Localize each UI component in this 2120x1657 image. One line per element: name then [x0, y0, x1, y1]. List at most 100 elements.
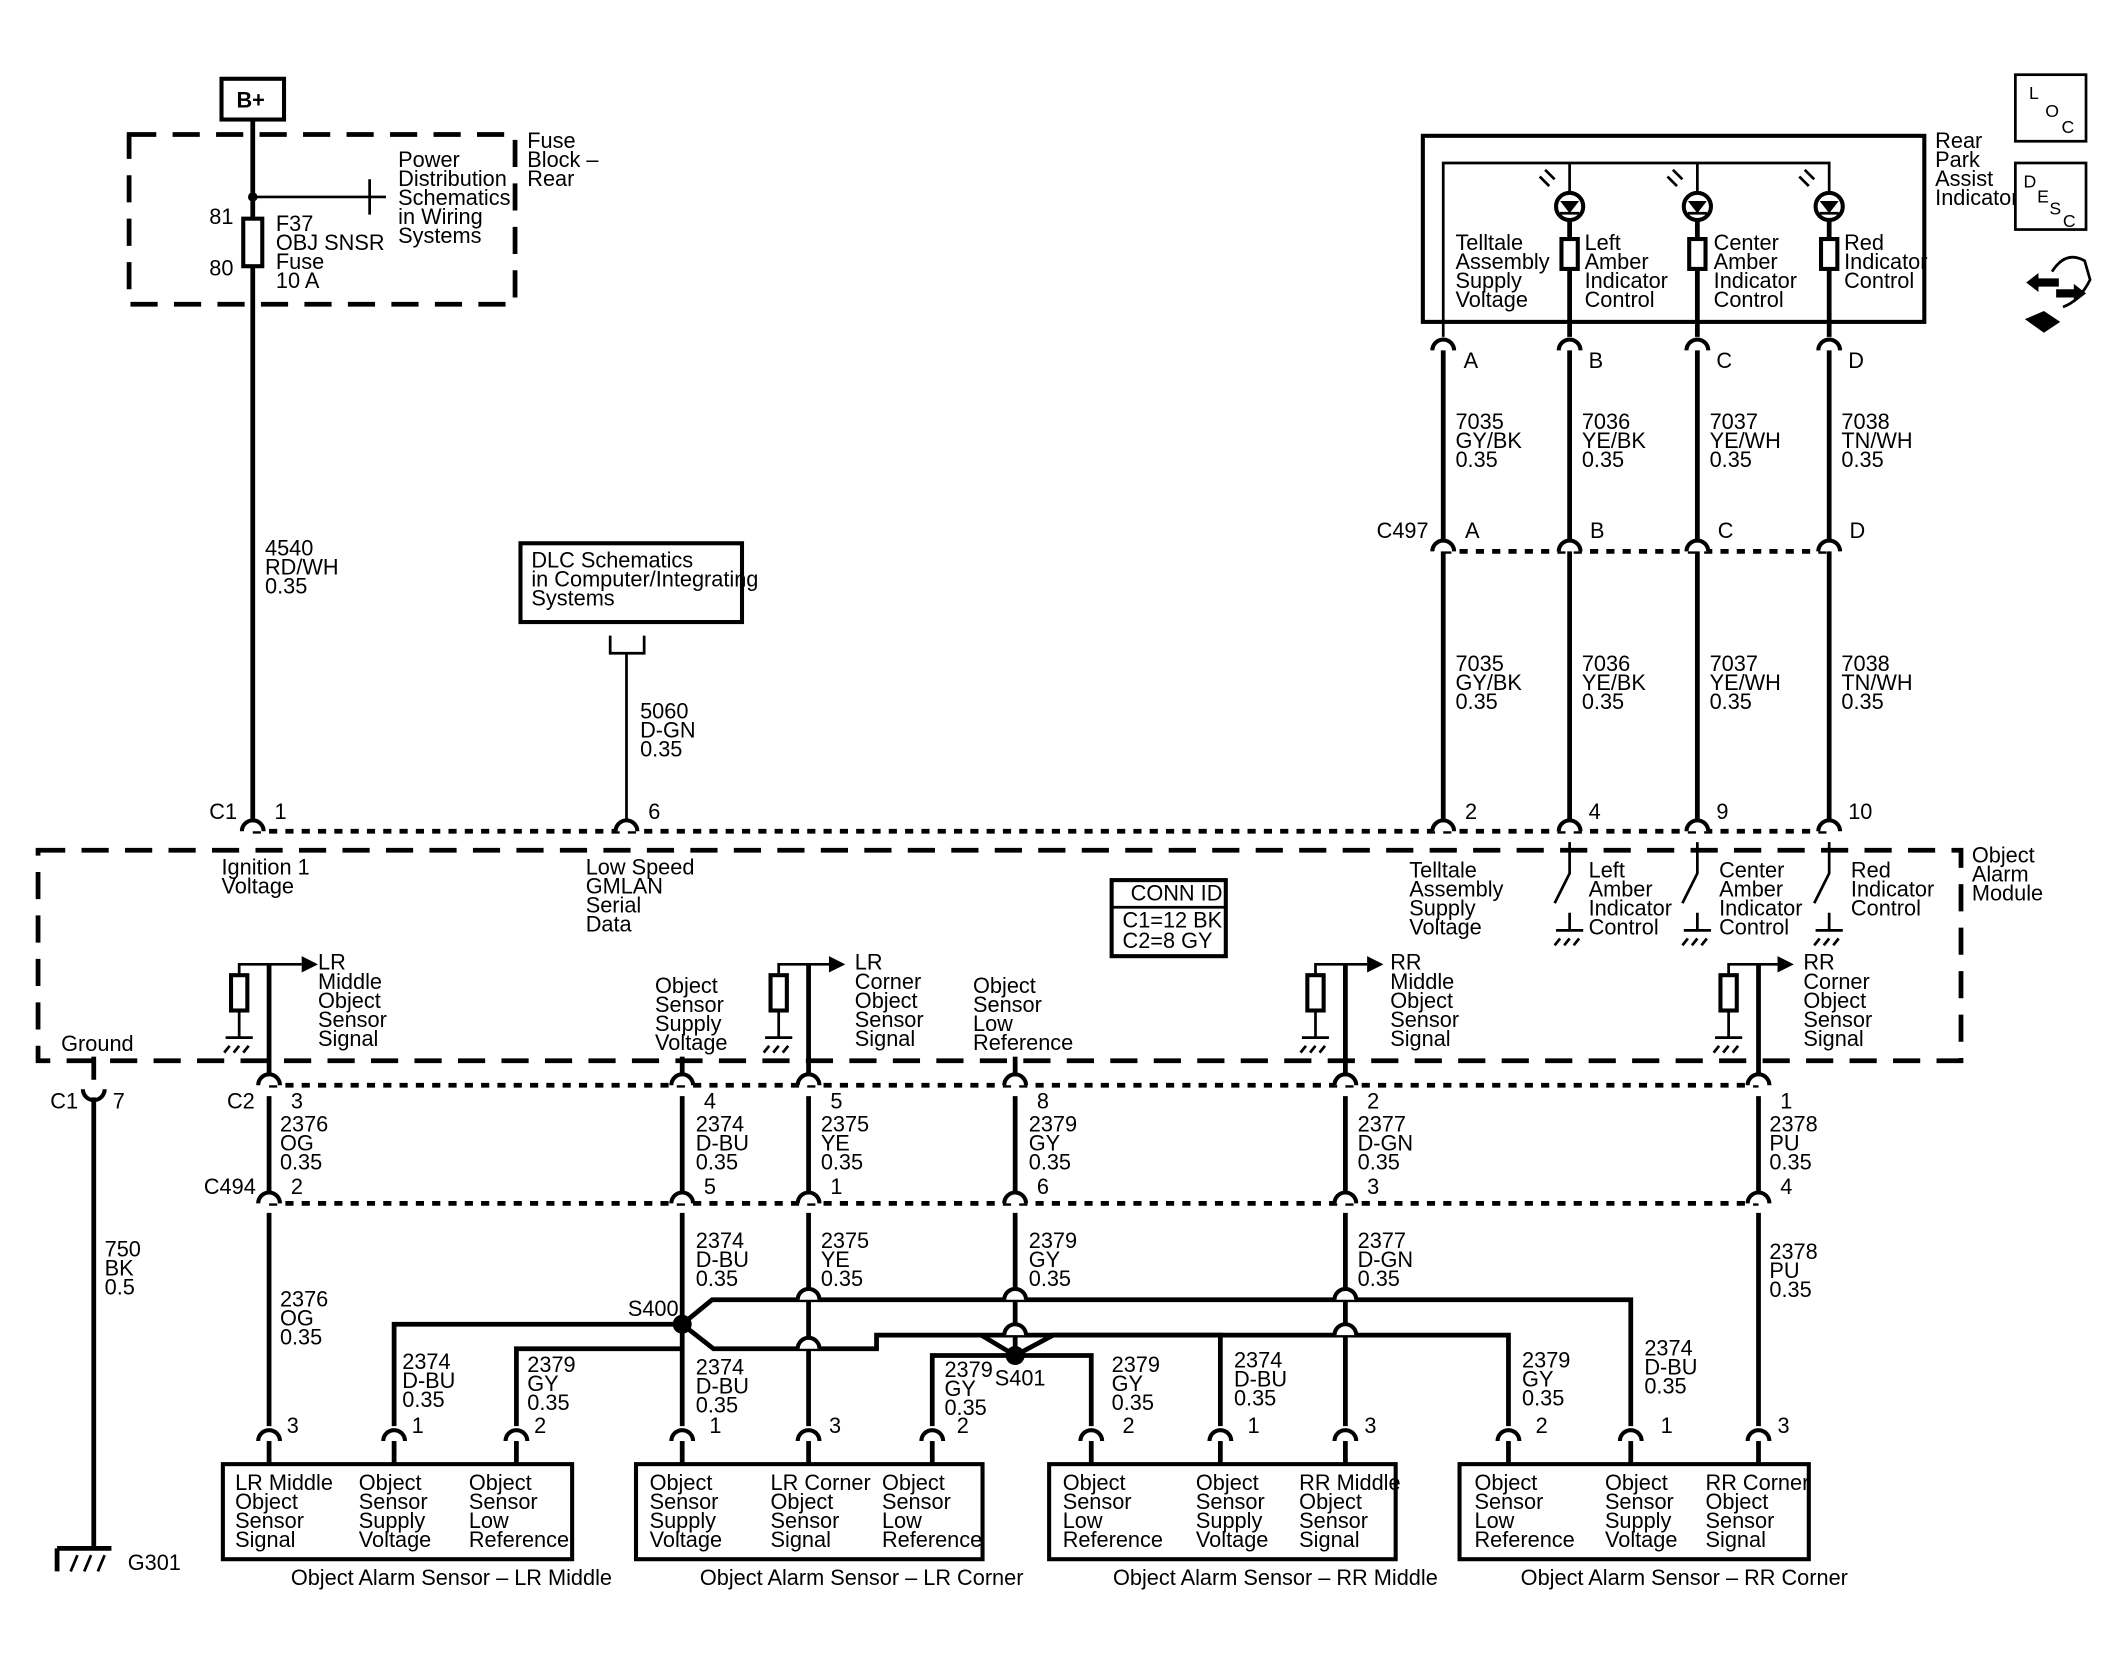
svg-text:Low: Low: [1063, 1508, 1103, 1533]
svg-text:GY: GY: [1029, 1130, 1061, 1155]
svg-text:2: 2: [1123, 1413, 1135, 1438]
ground-wire-750-label: 750 BK 0.5: [105, 1236, 141, 1299]
svg-text:Object: Object: [235, 1489, 298, 1514]
svg-text:Object: Object: [1803, 988, 1866, 1013]
svg-text:4: 4: [1780, 1174, 1792, 1199]
svg-text:Reference: Reference: [469, 1527, 569, 1552]
svg-text:Rear: Rear: [1935, 128, 1982, 153]
wire-5060-label: 5060 D-GN 0.35: [640, 698, 696, 761]
svg-text:0.35: 0.35: [1710, 689, 1752, 714]
svg-text:Middle: Middle: [1390, 969, 1454, 994]
svg-text:GY: GY: [1112, 1371, 1144, 1396]
svg-text:Sensor: Sensor: [655, 992, 724, 1017]
svg-text:2374: 2374: [696, 1355, 744, 1380]
svg-text:7036: 7036: [1582, 651, 1630, 676]
location-view-button[interactable]: L O C: [2014, 73, 2088, 143]
svg-text:Sensor: Sensor: [771, 1508, 840, 1533]
svg-text:0.35: 0.35: [1358, 1266, 1400, 1291]
svg-text:YE/WH: YE/WH: [1710, 428, 1781, 453]
svg-text:7036: 7036: [1582, 409, 1630, 434]
svg-text:0.35: 0.35: [280, 1325, 322, 1350]
svg-text:F37: F37: [276, 211, 313, 236]
svg-text:Left: Left: [1585, 230, 1621, 255]
module-c1-labels: Ignition 1 Voltage Low Speed GMLAN Seria…: [222, 855, 1935, 940]
svg-text:3: 3: [287, 1413, 299, 1438]
svg-text:0.35: 0.35: [1029, 1266, 1071, 1291]
svg-text:0.35: 0.35: [1234, 1386, 1276, 1411]
svg-text:Power: Power: [398, 147, 460, 172]
svg-text:Center: Center: [1714, 230, 1779, 255]
svg-text:Object: Object: [1605, 1470, 1668, 1495]
svg-text:OG: OG: [280, 1130, 314, 1155]
svg-text:D: D: [1850, 518, 1866, 543]
svg-text:BK: BK: [105, 1255, 134, 1280]
wire-labels-c2-c494: 2376 OG 0.35 2374 D-BU 0.35 2375 YE 0.35…: [280, 1111, 1818, 1174]
svg-text:RR Middle: RR Middle: [1299, 1470, 1400, 1495]
svg-text:Object: Object: [855, 988, 918, 1013]
svg-text:0.35: 0.35: [527, 1390, 569, 1415]
description-view-button[interactable]: D E S C: [2014, 161, 2088, 231]
svg-text:0.35: 0.35: [1710, 447, 1752, 472]
svg-text:D-BU: D-BU: [696, 1130, 749, 1155]
svg-text:Object: Object: [359, 1470, 422, 1495]
fuse-pin-in: 81: [209, 204, 233, 229]
svg-text:2: 2: [1367, 1088, 1379, 1113]
led-red: [1798, 168, 1845, 337]
svg-text:Sensor: Sensor: [1803, 1007, 1872, 1032]
svg-text:Low: Low: [973, 1011, 1013, 1036]
connector-c2: C1 7 C2 3 4 5 8 2 1: [50, 1072, 1792, 1113]
svg-text:Voltage: Voltage: [222, 874, 294, 899]
svg-text:2375: 2375: [821, 1111, 869, 1136]
svg-text:C1: C1: [50, 1088, 78, 1113]
svg-text:0.35: 0.35: [1769, 1277, 1811, 1302]
svg-text:Sensor: Sensor: [855, 1007, 924, 1032]
svg-text:Sensor: Sensor: [469, 1489, 538, 1514]
svg-text:0.35: 0.35: [402, 1387, 444, 1412]
svg-text:Middle: Middle: [318, 969, 382, 994]
svg-text:Voltage: Voltage: [1196, 1527, 1268, 1552]
svg-text:Control: Control: [1589, 914, 1659, 939]
svg-text:Signal: Signal: [318, 1026, 378, 1051]
svg-text:Systems: Systems: [531, 586, 614, 611]
led-left-amber: [1538, 168, 1586, 337]
svg-text:Fuse: Fuse: [276, 249, 324, 274]
svg-text:2378: 2378: [1769, 1111, 1817, 1136]
svg-text:0.35: 0.35: [265, 574, 307, 599]
svg-text:Reference: Reference: [1063, 1527, 1163, 1552]
svg-text:Distribution: Distribution: [398, 166, 507, 191]
svg-text:0.35: 0.35: [1582, 689, 1624, 714]
indicator-label-red: Red Indicator Control: [1844, 230, 1927, 293]
svg-text:TN/WH: TN/WH: [1841, 428, 1912, 453]
svg-text:Sensor: Sensor: [1299, 1508, 1368, 1533]
connector-end-view-icon[interactable]: [2024, 255, 2092, 333]
svg-text:Object: Object: [650, 1470, 713, 1495]
svg-text:Serial: Serial: [586, 893, 642, 918]
svg-text:Sensor: Sensor: [1474, 1489, 1543, 1514]
svg-text:Amber: Amber: [1714, 249, 1778, 274]
svg-text:Block –: Block –: [527, 147, 599, 172]
fuse-pin-out: 80: [209, 256, 233, 281]
svg-text:2: 2: [1465, 799, 1477, 824]
svg-text:Supply: Supply: [1196, 1508, 1263, 1533]
svg-text:Voltage: Voltage: [650, 1527, 722, 1552]
svg-text:Object: Object: [1063, 1470, 1126, 1495]
indicator-label-telltale: Telltale Assembly Supply Voltage: [1455, 230, 1549, 312]
svg-text:9: 9: [1716, 799, 1728, 824]
svg-text:in Computer/Integrating: in Computer/Integrating: [531, 567, 758, 592]
svg-text:C2: C2: [227, 1088, 255, 1113]
svg-text:0.35: 0.35: [696, 1393, 738, 1418]
svg-text:3: 3: [291, 1088, 303, 1113]
svg-text:GY: GY: [1029, 1247, 1061, 1272]
svg-text:D-GN: D-GN: [640, 718, 696, 743]
svg-text:Object: Object: [1390, 988, 1453, 1013]
svg-text:YE/WH: YE/WH: [1710, 670, 1781, 695]
rear-park-assist-indicator-box: [1420, 133, 1927, 324]
svg-text:750: 750: [105, 1236, 141, 1261]
svg-text:PU: PU: [1769, 1130, 1799, 1155]
svg-text:YE/BK: YE/BK: [1582, 670, 1647, 695]
svg-text:7037: 7037: [1710, 651, 1758, 676]
svg-text:0.35: 0.35: [1841, 447, 1883, 472]
svg-text:Low: Low: [469, 1508, 509, 1533]
svg-text:3: 3: [1364, 1413, 1376, 1438]
svg-text:2: 2: [291, 1174, 303, 1199]
